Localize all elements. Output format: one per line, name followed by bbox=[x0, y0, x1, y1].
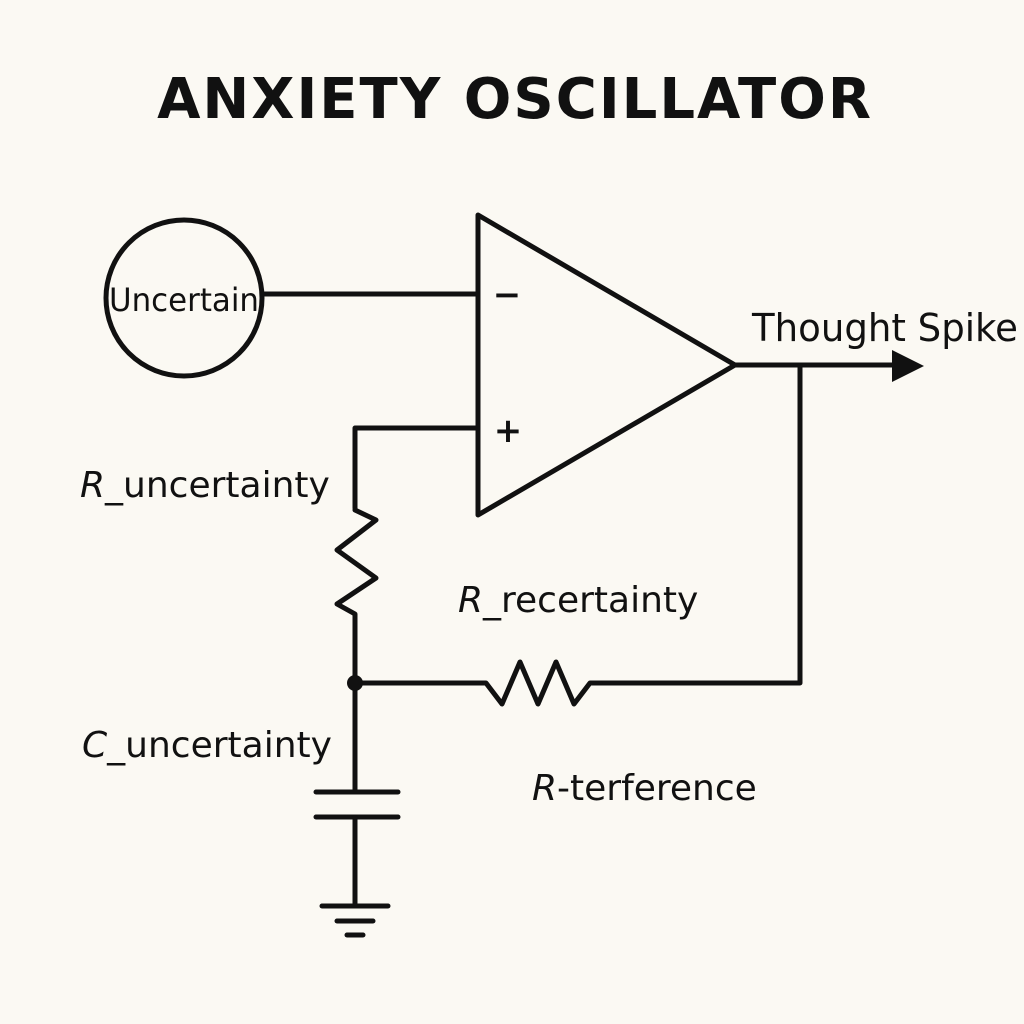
wire-noninverting-input bbox=[352, 425, 481, 511]
label-c-uncertainty: C_uncertainty bbox=[82, 725, 332, 766]
output-arrow-icon bbox=[892, 350, 924, 382]
junction-node bbox=[347, 675, 363, 691]
resistor-r-interference bbox=[477, 659, 603, 707]
inverting-input-sign: − bbox=[493, 275, 522, 315]
opamp-triangle bbox=[475, 212, 738, 518]
noninverting-input-sign: + bbox=[494, 411, 523, 451]
diagram-title: ANXIETY OSCILLATOR bbox=[157, 67, 873, 132]
label-r-recertainty: R_recertainty bbox=[458, 580, 698, 621]
ground-icon bbox=[319, 903, 391, 938]
output-label: Thought Spike bbox=[751, 306, 1018, 350]
source-label: Uncertain bbox=[109, 281, 259, 319]
resistor-r-uncertainty bbox=[334, 507, 379, 623]
label-r-uncertainty: R_uncertainty bbox=[80, 465, 330, 506]
feedback-wire bbox=[597, 362, 803, 686]
uncertain-source-circle bbox=[103, 217, 265, 379]
label-r-interference: R-terference bbox=[532, 768, 757, 809]
